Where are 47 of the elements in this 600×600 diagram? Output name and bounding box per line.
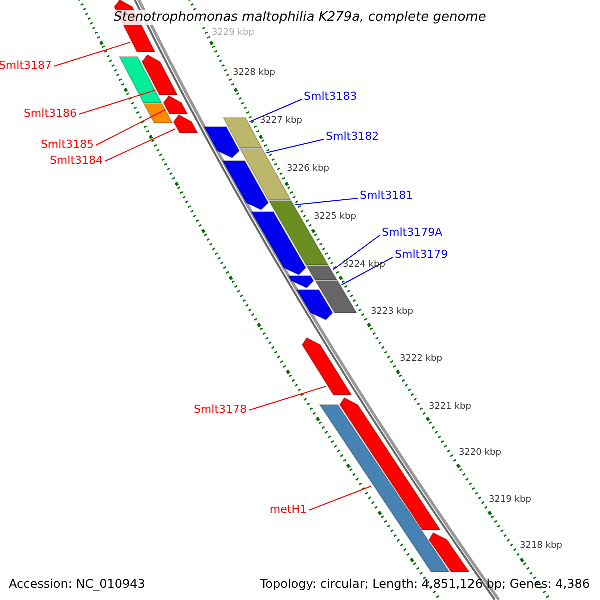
scale-label: 3229 kbp bbox=[212, 29, 254, 38]
gene-label: Smlt3184 bbox=[50, 155, 103, 166]
scale-label: 3225 kbp bbox=[314, 213, 356, 222]
leader-line bbox=[266, 139, 324, 154]
gene-label: Smlt3186 bbox=[24, 108, 77, 119]
gene-label: Smlt3182 bbox=[326, 131, 380, 142]
gene-label: Smlt3183 bbox=[304, 91, 358, 102]
gene-block bbox=[428, 532, 470, 572]
gene-block bbox=[222, 160, 270, 211]
gene-block bbox=[163, 95, 188, 114]
leader-line bbox=[54, 42, 131, 67]
scale-label: 3220 kbp bbox=[459, 449, 502, 458]
scale-label: 3226 kbp bbox=[287, 165, 330, 174]
gene-block bbox=[118, 56, 163, 104]
scale-label: 3221 kbp bbox=[429, 403, 472, 412]
leader-line bbox=[104, 128, 176, 162]
gene-label: Smlt3179 bbox=[395, 249, 448, 260]
scale-label: 3227 kbp bbox=[260, 117, 302, 126]
gene-label: Smlt3181 bbox=[360, 190, 414, 201]
leader-line bbox=[332, 235, 380, 270]
scale-label: 3223 kbp bbox=[371, 308, 414, 317]
gene-block bbox=[250, 212, 307, 276]
scale-label: 3222 kbp bbox=[400, 355, 442, 364]
gene-block bbox=[306, 266, 338, 280]
leader-line bbox=[249, 99, 302, 122]
gene-block bbox=[173, 114, 199, 134]
gene-label: Smlt3185 bbox=[40, 139, 94, 150]
gene-label: Smlt3178 bbox=[194, 404, 247, 415]
scale-label: 3218 kbp bbox=[520, 542, 562, 551]
gene-label: Smlt3187 bbox=[0, 60, 52, 71]
gene-block bbox=[143, 104, 174, 124]
leader-line bbox=[295, 198, 358, 206]
scale-label: 3219 kbp bbox=[489, 496, 532, 505]
leader-line bbox=[248, 386, 327, 411]
leader-line bbox=[342, 257, 394, 286]
scale-label: 3228 kbp bbox=[233, 69, 276, 78]
gene-block bbox=[204, 126, 240, 159]
gene-block bbox=[302, 337, 352, 396]
leader-line bbox=[78, 90, 156, 115]
genome-summary-text: Topology: circular; Length: 4,851,126 bp; Genes: 4,386 bbox=[260, 578, 590, 590]
gene-block bbox=[288, 276, 314, 289]
accession-text: Accession: NC_010943 bbox=[9, 578, 146, 590]
gene-label: Smlt3179A bbox=[382, 227, 443, 238]
gene-label: metH1 bbox=[270, 504, 307, 515]
gene-block bbox=[142, 54, 178, 96]
leader-line bbox=[96, 110, 166, 146]
leader-line bbox=[308, 486, 372, 511]
